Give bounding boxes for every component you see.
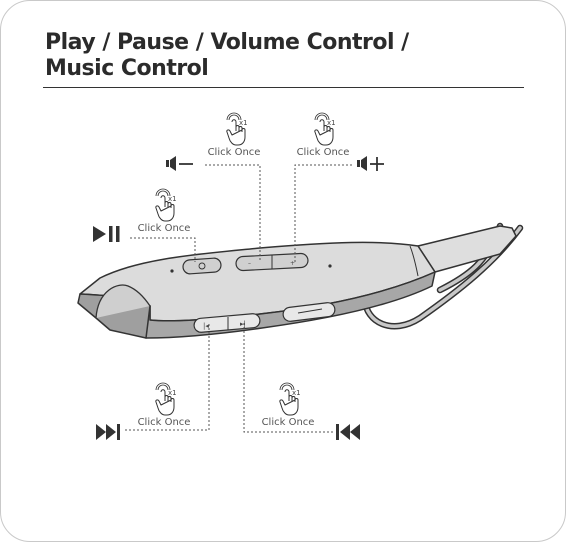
callout-label: Click Once <box>138 223 191 234</box>
callout-label: Click Once <box>262 417 315 428</box>
svg-text:▸|: ▸| <box>240 320 246 328</box>
svg-text:+: + <box>290 260 295 267</box>
callout-play-pause: x1 Click Once <box>93 189 190 242</box>
tap-count: x1 <box>239 119 248 127</box>
tap-count: x1 <box>292 389 301 397</box>
tap-hand-icon <box>156 189 174 221</box>
callout-label: Click Once <box>208 147 261 158</box>
callout-volume-up: x1 Click Once <box>297 113 384 171</box>
volume-down-icon <box>166 156 193 171</box>
callout-volume-down: x1 Click Once <box>166 113 260 171</box>
previous-track-icon <box>336 424 360 440</box>
callout-next-track: x1 Click Once <box>96 383 190 440</box>
tap-count: x1 <box>327 119 336 127</box>
led-dot <box>328 264 331 267</box>
callout-label: Click Once <box>297 147 350 158</box>
tap-count: x1 <box>168 195 177 203</box>
volume-rocker[interactable]: – + <box>236 253 309 271</box>
volume-up-icon <box>357 156 384 171</box>
tap-hand-icon <box>156 383 174 415</box>
tap-hand-icon <box>315 113 333 145</box>
play-pause-icon <box>93 226 120 242</box>
next-track-icon <box>96 424 120 440</box>
svg-text:–: – <box>248 260 251 267</box>
tap-hand-icon <box>280 383 298 415</box>
svg-text:|◂: |◂ <box>203 322 209 330</box>
tap-count: x1 <box>168 389 177 397</box>
callout-previous-track: x1 Click Once <box>262 383 360 440</box>
mic-dot <box>170 269 173 272</box>
tap-hand-icon <box>227 113 245 145</box>
headset-device: – + |◂ ▸| <box>78 226 520 338</box>
callout-label: Click Once <box>138 417 191 428</box>
play-pause-button[interactable] <box>183 258 222 275</box>
